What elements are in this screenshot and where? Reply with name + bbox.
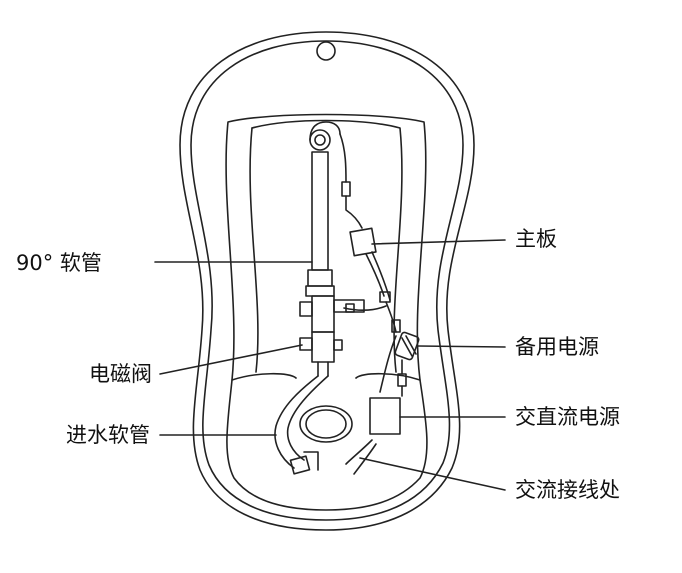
label-soft-pipe-90: 90° 软管: [16, 251, 102, 275]
mount-hole: [316, 41, 336, 61]
leader-valve: [159, 344, 303, 375]
ac-wire: [345, 439, 377, 475]
label-acdc-power: 交直流电源: [515, 405, 620, 429]
leader-ac-wiring: [359, 457, 506, 491]
label-backup-power: 备用电源: [515, 335, 599, 359]
outer-shell: [179, 31, 475, 531]
main-board: [349, 227, 377, 257]
inlet-hose: [274, 375, 329, 469]
label-inlet-hose: 进水软管: [66, 423, 150, 447]
inner-bowl-rim: [251, 119, 403, 373]
label-solenoid-valve: 电磁阀: [89, 362, 152, 386]
leader-main-board: [371, 239, 506, 245]
label-ac-wiring: 交流接线处: [515, 478, 620, 502]
inner-bowl: [225, 113, 428, 511]
backup-battery: [394, 331, 420, 361]
acdc-power-box: [369, 397, 401, 435]
sensor-wire: [339, 133, 347, 183]
soft-pipe: [311, 151, 329, 271]
drain: [305, 409, 347, 439]
leader-backup-power: [417, 345, 506, 348]
valve-body: [311, 295, 335, 333]
label-main-board: 主板: [515, 227, 557, 251]
pipe-connector: [307, 269, 333, 287]
pipe-elbow: [309, 121, 341, 141]
outer-shell-inner: [190, 40, 464, 521]
